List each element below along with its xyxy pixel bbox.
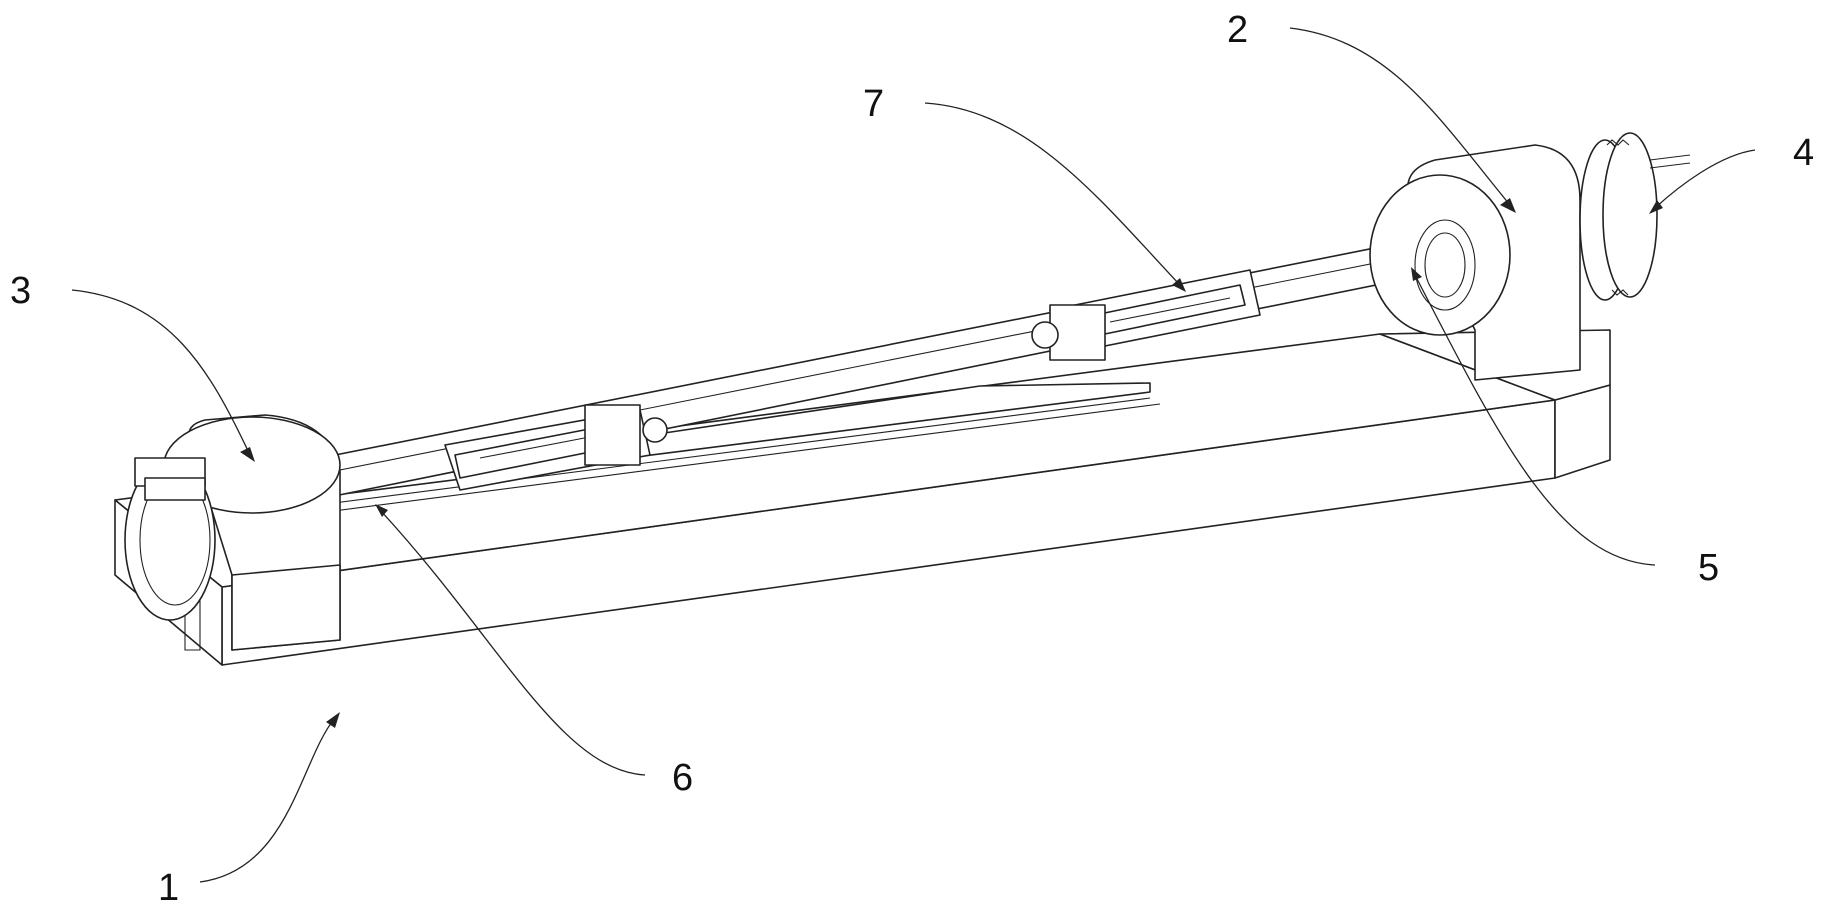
label-2: 2 (1227, 9, 1248, 51)
clamp-left (444, 404, 668, 491)
leader-7 (924, 102, 1181, 286)
label-6: 6 (672, 757, 693, 799)
leader-5 (1414, 274, 1656, 566)
leader-1 (199, 717, 336, 883)
left-gear-disk (124, 457, 216, 621)
label-5: 5 (1698, 547, 1719, 589)
leader-3 (71, 289, 251, 456)
right-gear-wheel (1579, 132, 1691, 301)
label-4: 4 (1793, 132, 1814, 174)
label-1: 1 (158, 867, 179, 909)
leader-lines (71, 27, 1756, 883)
label-3: 3 (10, 270, 31, 312)
leader-4 (1654, 149, 1756, 209)
left-bearing-housing (163, 414, 341, 651)
label-7: 7 (863, 83, 884, 125)
clamp-right (1031, 269, 1261, 361)
leader-2 (1289, 27, 1511, 206)
leader-6 (379, 509, 646, 776)
base-block (114, 329, 1611, 666)
